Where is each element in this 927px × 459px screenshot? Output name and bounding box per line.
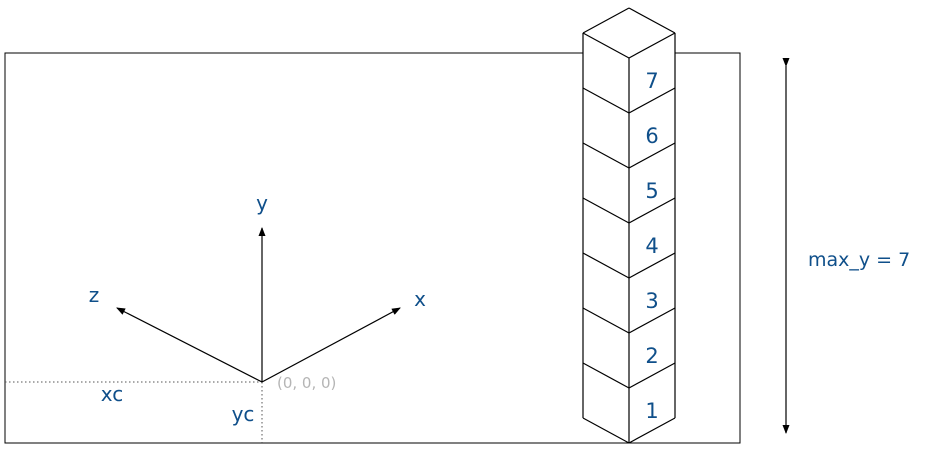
yc-label: yc bbox=[232, 402, 255, 426]
cube-stack: 1 2 3 4 5 6 7 bbox=[582, 7, 676, 444]
cube-edge-left-4 bbox=[582, 197, 630, 224]
cube-label-6: 6 bbox=[645, 124, 658, 148]
cube-edge-right-5 bbox=[628, 142, 676, 169]
cube-edge-right-1 bbox=[628, 362, 676, 389]
origin-label: (0, 0, 0) bbox=[277, 374, 336, 392]
max-y-label: max_y = 7 bbox=[808, 249, 910, 271]
cube-label-1: 1 bbox=[645, 399, 658, 423]
cube-edge-right-4 bbox=[628, 197, 676, 224]
cube-edge-right-3 bbox=[628, 252, 676, 279]
x-axis-arrow bbox=[261, 307, 401, 383]
cube-edge-left-3 bbox=[582, 252, 630, 279]
cube-label-4: 4 bbox=[645, 234, 658, 258]
cube-edge-right-6 bbox=[628, 87, 676, 114]
cube-label-7: 7 bbox=[645, 69, 658, 93]
cube-edge-right-2 bbox=[628, 307, 676, 334]
x-axis-label: x bbox=[414, 287, 426, 311]
world-boundary-rect bbox=[4, 52, 741, 444]
cube-edge-right-7 bbox=[628, 32, 676, 59]
xc-label: xc bbox=[101, 382, 123, 406]
cube-edge-left-6 bbox=[582, 87, 630, 114]
top-face-back-right-edge bbox=[628, 7, 676, 34]
cube-edge-left-7 bbox=[582, 32, 630, 59]
cube-edge-left-5 bbox=[582, 142, 630, 169]
z-axis-label: z bbox=[89, 283, 100, 307]
cube-edge-left-0 bbox=[582, 417, 630, 444]
y-axis-label: y bbox=[256, 191, 268, 215]
cube-edge-left-1 bbox=[582, 362, 630, 389]
cube-label-2: 2 bbox=[645, 344, 658, 368]
z-axis-arrow bbox=[116, 307, 263, 383]
top-face-back-left-edge bbox=[582, 7, 630, 34]
cube-label-5: 5 bbox=[645, 179, 658, 203]
cube-edge-right-0 bbox=[628, 417, 676, 444]
cube-edge-left-2 bbox=[582, 307, 630, 334]
cube-label-3: 3 bbox=[645, 289, 658, 313]
